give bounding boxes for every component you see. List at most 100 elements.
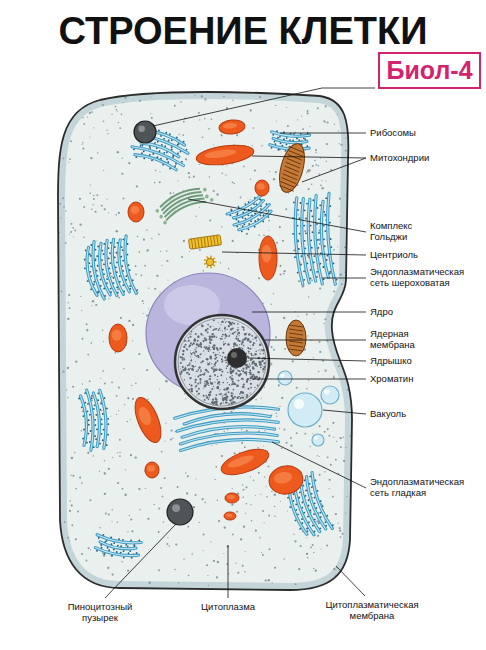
ribosome xyxy=(124,494,126,496)
er-lumen xyxy=(180,436,278,451)
ribosome xyxy=(204,502,206,504)
ribosome xyxy=(132,340,133,341)
chromatin-grain xyxy=(246,374,248,376)
chromatin-grain xyxy=(259,364,261,366)
er-ribosome xyxy=(323,211,325,213)
ribosome xyxy=(93,198,95,200)
ribosome xyxy=(167,280,168,281)
er-ribosome xyxy=(330,246,332,248)
ribosome xyxy=(139,509,141,511)
ribosome xyxy=(82,383,83,384)
er-ribosome xyxy=(283,138,285,140)
chromatin-grain xyxy=(254,353,257,356)
er-ribosome xyxy=(253,203,255,205)
chromatin-grain xyxy=(211,401,214,404)
chromatin-grain xyxy=(207,328,209,330)
golgi-cistern xyxy=(163,194,205,217)
er-ribosome xyxy=(179,150,181,152)
vacuole xyxy=(312,434,324,446)
ribosome xyxy=(346,496,347,497)
er-ribosome xyxy=(289,506,291,508)
er-ribosome xyxy=(313,502,315,504)
chromatin-grain xyxy=(198,335,200,337)
chromatin-grain xyxy=(201,325,203,327)
chromatin-grain xyxy=(247,350,249,352)
ribosome xyxy=(71,504,73,506)
ribosome xyxy=(174,105,176,107)
chromatin-grain xyxy=(204,346,206,348)
er-ribosome xyxy=(116,242,118,244)
golgi-vesicle xyxy=(209,197,214,202)
er-ribosome xyxy=(176,136,178,138)
er-ribosome xyxy=(109,272,111,274)
ribosome xyxy=(280,501,281,502)
chromatin-grain xyxy=(195,366,196,367)
er-ribosome xyxy=(235,218,237,220)
er-ribosome xyxy=(313,513,315,515)
ribosome xyxy=(257,447,259,449)
ribosome xyxy=(171,430,173,432)
ribosome xyxy=(290,445,292,447)
ribosome xyxy=(117,521,119,523)
ribosome xyxy=(89,499,91,501)
er-ribosome xyxy=(289,139,291,141)
ribosome xyxy=(118,122,120,124)
ribosome xyxy=(335,333,336,334)
er-ribosome xyxy=(324,521,326,523)
ribosome xyxy=(94,211,96,213)
ribosome xyxy=(90,549,91,550)
ribosome xyxy=(213,560,215,562)
chromatin-grain xyxy=(216,337,217,338)
ribosome xyxy=(143,313,144,314)
ribosome xyxy=(268,220,270,222)
er-ribosome xyxy=(143,157,145,159)
er-ribosome xyxy=(277,137,279,139)
er-ribosome xyxy=(324,230,326,232)
ribosome xyxy=(63,206,65,208)
er-ribosome xyxy=(319,527,321,529)
er-ribosome xyxy=(318,232,320,234)
chromatin-grain xyxy=(230,371,233,374)
ribosome xyxy=(293,501,294,502)
chromatin-grain xyxy=(216,357,217,358)
ribosome xyxy=(69,581,71,583)
ribosome xyxy=(185,158,187,160)
centriole-stripe xyxy=(195,238,196,248)
ribosome xyxy=(130,419,131,420)
ribosome xyxy=(202,136,204,138)
ribosome xyxy=(244,446,246,448)
ribosome xyxy=(206,564,208,566)
ribosome xyxy=(340,536,342,538)
er-ribosome xyxy=(332,524,334,526)
ribosome xyxy=(342,326,344,328)
ribosome xyxy=(180,101,182,103)
ribosome xyxy=(338,523,339,524)
ribosome xyxy=(117,482,119,484)
ribosome xyxy=(268,515,270,517)
ribosome xyxy=(245,486,247,488)
er-ribosome xyxy=(311,247,313,249)
ribosome xyxy=(310,546,312,548)
centriole-stripe xyxy=(210,236,211,246)
ribosome xyxy=(320,549,321,550)
er-lumen xyxy=(273,139,307,144)
ribosome xyxy=(302,128,304,130)
chromatin-grain xyxy=(218,322,220,324)
centriole-stripe xyxy=(191,239,192,249)
chromatin-grain xyxy=(228,321,230,323)
er-ribosome xyxy=(123,557,125,559)
ribosome xyxy=(81,482,83,484)
chromatin-grain xyxy=(229,376,231,378)
er-ribosome xyxy=(317,247,319,249)
ribosome xyxy=(338,365,340,367)
ribosome xyxy=(218,520,220,522)
er-ribosome xyxy=(114,246,116,248)
er-ribosome xyxy=(317,239,319,241)
chromatin-grain xyxy=(184,340,186,342)
er-ribosome xyxy=(163,152,165,154)
ribosome xyxy=(86,560,88,562)
ribosome xyxy=(103,341,104,342)
ribosome xyxy=(67,397,68,398)
er-ribosome xyxy=(117,291,119,293)
mitochondrion-highlight xyxy=(257,183,265,189)
